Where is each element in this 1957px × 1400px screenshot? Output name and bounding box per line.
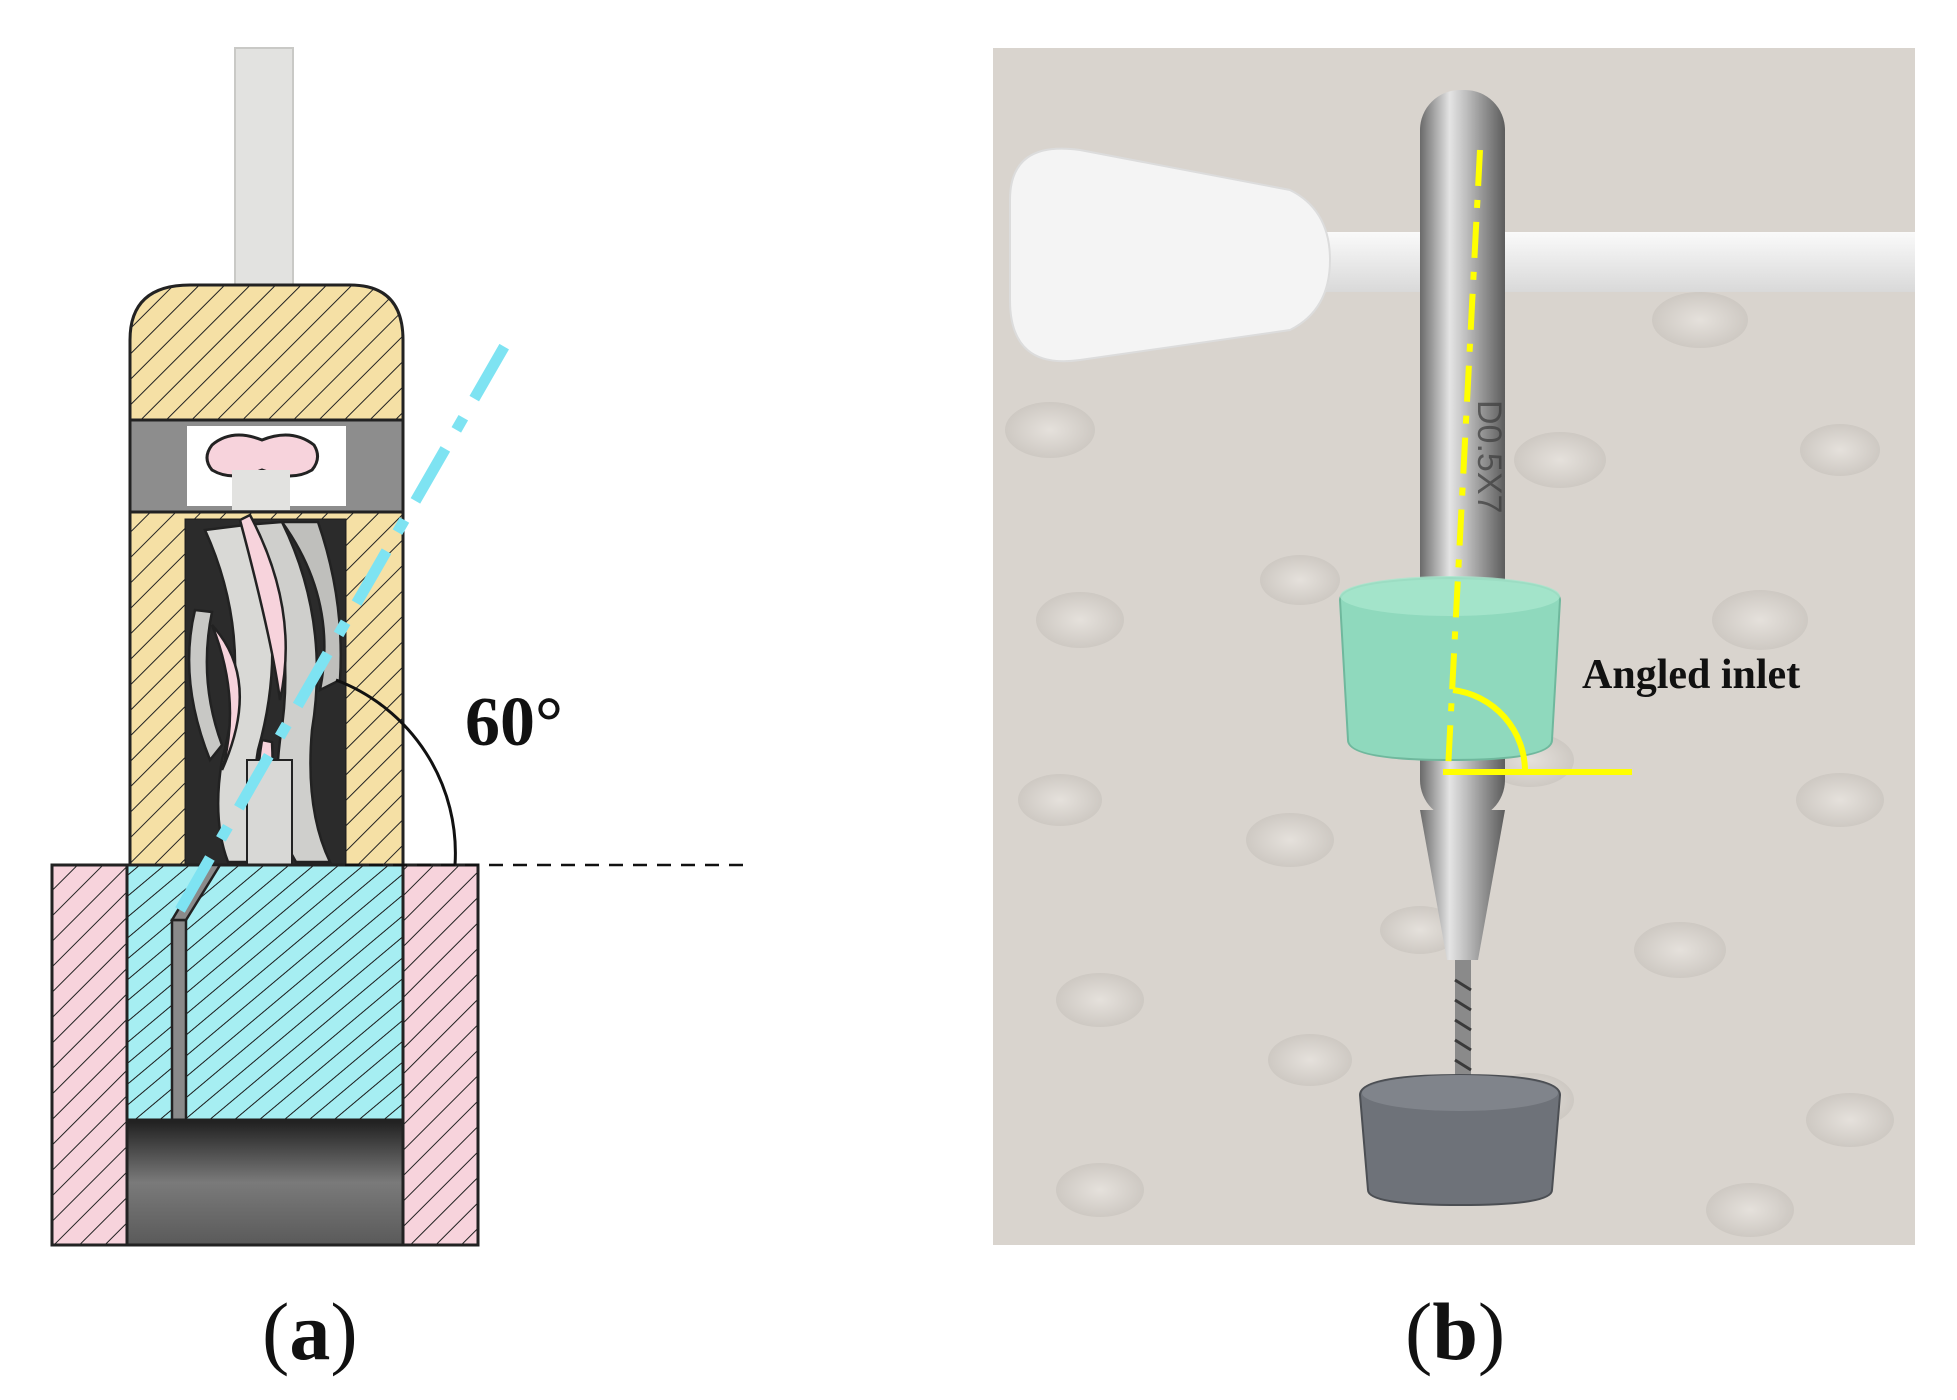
cap-block: [128, 283, 405, 422]
outlet-channel: [170, 918, 188, 1122]
gray-base-part: [1358, 1073, 1562, 1207]
pink-retainer: [205, 433, 319, 478]
towel-texture: [1005, 274, 1894, 1237]
panel-b-photo: D0.5X7 Angled inlet: [993, 48, 1915, 1245]
svg-text:D0.5X7: D0.5X7: [1470, 400, 1508, 513]
lower-housing-left: [50, 863, 129, 1247]
panel-a-drawing: 60°: [50, 47, 752, 1247]
bottom-bore: [125, 1118, 405, 1247]
angle-label: 60°: [465, 684, 563, 761]
cyan-insert: [125, 863, 405, 1122]
caption-b: (b): [1405, 1286, 1506, 1377]
cotton-swab: [1009, 147, 1915, 363]
angle-arc: [335, 678, 457, 866]
lower-housing-right: [401, 863, 480, 1247]
top-rod: [234, 47, 294, 289]
angled-inlet-label: Angled inlet: [1582, 652, 1800, 698]
yellow-angle-marker: [1443, 149, 1632, 775]
center-stem: [232, 470, 290, 510]
inlet-axis-line: [175, 337, 513, 913]
caption-a: (a): [262, 1286, 358, 1377]
